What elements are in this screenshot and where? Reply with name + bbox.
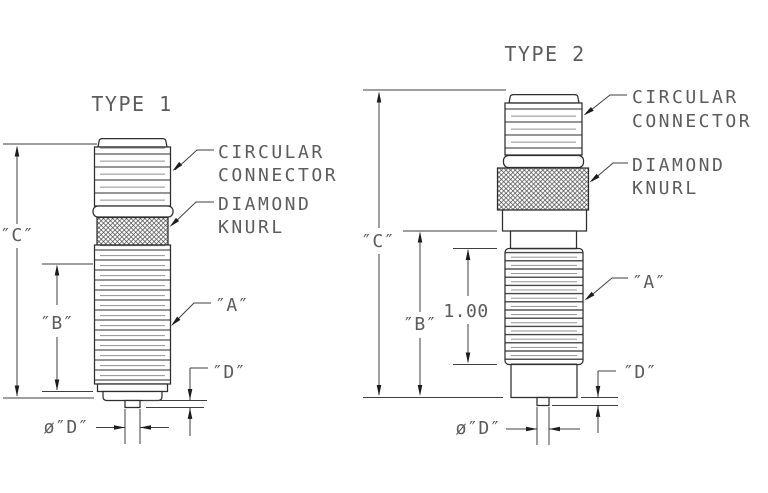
callout-circular-line1: CIRCULAR (632, 87, 739, 108)
arrowhead (417, 385, 423, 396)
leader-circular-connector-2: CIRCULAR CONNECTOR (582, 87, 752, 132)
leader-line (172, 302, 211, 325)
arrowhead (595, 386, 601, 397)
arrowhead (526, 426, 537, 432)
arrowhead (582, 107, 594, 118)
threaded-shaft (504, 247, 584, 366)
diamond-knurl-band (96, 216, 169, 246)
dim-b-label: ″B″ (40, 313, 74, 334)
leader-a-2: ″A″ (583, 272, 666, 303)
dimension-b-2: ″B″ (403, 230, 497, 396)
arrowhead (167, 217, 180, 229)
arrowhead (376, 91, 382, 103)
label-a: ″A″ (632, 272, 666, 293)
dimension-d-1: ″D″ (143, 362, 246, 436)
diamond-knurl-band (496, 167, 590, 211)
callout-knurl-line1: DIAMOND (632, 155, 725, 176)
dimension-dia-d-2: ø″D″ (456, 407, 580, 445)
arrowhead (54, 379, 60, 391)
base-lip (102, 390, 163, 402)
dimension-c-2: ″C″ (361, 89, 506, 398)
leader-line (585, 94, 627, 115)
leader-a-1: ″A″ (169, 295, 249, 328)
arrowhead (54, 264, 60, 276)
figure-type-1: TYPE 1 ″C″ ″B″ (0, 92, 338, 444)
figure-type-2: TYPE 2 ″C″ ″B″ (361, 42, 752, 445)
dimension-d-2: ″D″ (552, 362, 657, 433)
figure1-title: TYPE 1 (91, 92, 172, 116)
dim-thread-length-label: 1.00 (443, 301, 488, 322)
arrowhead (114, 425, 125, 430)
dimension-dia-d-1: ø″D″ (44, 409, 169, 444)
dimension-b-1: ″B″ (40, 263, 93, 392)
figure2-title: TYPE 2 (504, 42, 585, 66)
dim-c-label: ″C″ (0, 225, 34, 246)
threaded-shaft (93, 244, 172, 385)
collar (502, 154, 585, 169)
base-cap (510, 363, 578, 399)
dim-c-label: ″C″ (361, 231, 395, 252)
neck-section (509, 230, 578, 250)
callout-circular-line2: CONNECTOR (632, 111, 752, 132)
callout-circular-line2: CONNECTOR (218, 165, 338, 186)
callout-knurl-line2: KNURL (632, 178, 699, 199)
leader-line (591, 162, 628, 182)
leader-line (174, 149, 214, 171)
leader-circular-connector-1: CIRCULAR CONNECTOR (170, 142, 338, 186)
lower-plain-section (501, 209, 588, 232)
leader-diamond-knurl-1: DIAMOND KNURL (167, 194, 311, 238)
circular-connector-body (504, 102, 583, 156)
connector-assembly-2 (496, 93, 590, 407)
arrowhead (187, 407, 193, 419)
callout-circular-line1: CIRCULAR (218, 142, 325, 163)
leader-diamond-knurl-2: DIAMOND KNURL (588, 155, 725, 199)
dim-dia-d-label: ø″D″ (456, 418, 501, 439)
top-cap (508, 93, 580, 104)
arrowhead (588, 173, 600, 185)
contact-pin (536, 396, 550, 407)
arrowhead (14, 145, 20, 157)
connector-assembly-1 (92, 137, 174, 409)
dim-d-label: ″D″ (623, 362, 657, 383)
top-cap (97, 137, 168, 148)
contact-pin (124, 399, 141, 409)
dimension-c-1: ″C″ (0, 143, 97, 399)
callout-knurl-line1: DIAMOND (218, 194, 311, 215)
leader-line (586, 277, 628, 300)
circular-connector-body (93, 146, 172, 207)
label-a: ″A″ (215, 295, 249, 316)
arrowhead (417, 231, 423, 243)
dim-b-label: ″B″ (403, 314, 437, 335)
dim-d-label: ″D″ (212, 362, 246, 383)
arrowhead (549, 426, 560, 432)
arrowhead (583, 291, 595, 303)
arrowhead (595, 405, 601, 417)
base-cap (96, 383, 169, 393)
arrowhead (376, 385, 382, 396)
collar (92, 205, 174, 218)
callout-knurl-line2: KNURL (218, 217, 285, 238)
arrowhead (187, 389, 193, 400)
dim-dia-d-label: ø″D″ (44, 417, 89, 438)
dimension-thread-length-2: 1.00 (443, 248, 497, 365)
arrowhead (14, 385, 20, 397)
arrowhead (170, 161, 183, 173)
leader-line (171, 201, 214, 226)
arrowhead (140, 425, 151, 430)
arrowhead (465, 249, 471, 260)
arrowhead (465, 352, 471, 364)
